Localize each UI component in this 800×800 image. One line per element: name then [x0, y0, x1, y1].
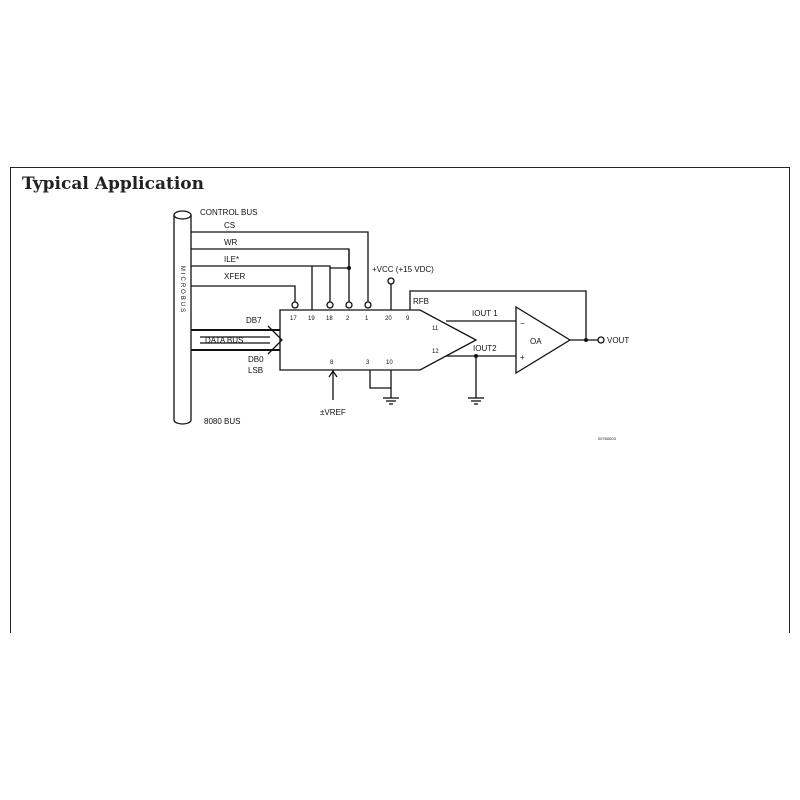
opamp-label: OA [530, 337, 542, 346]
microbus-vertical-label: MICROBUS [179, 266, 185, 314]
pin-label-8: 8 [330, 360, 334, 366]
vcc-label: +VCC (+15 VDC) [372, 265, 434, 274]
pin-label-20: 20 [385, 316, 392, 322]
pin-label-17: 17 [290, 316, 297, 322]
vout-terminal [597, 336, 605, 344]
db7-label: DB7 [246, 316, 262, 325]
rfb-label: RFB [413, 297, 429, 306]
iout1-label: IOUT 1 [472, 309, 498, 318]
opamp-plus: + [520, 353, 525, 362]
opamp-triangle [515, 305, 572, 375]
ground-symbol-dac [369, 370, 399, 405]
pin-label-9: 9 [406, 316, 410, 322]
vout-label: VOUT [607, 336, 629, 345]
frame-left-border [10, 167, 11, 633]
wr-label: WR [224, 238, 238, 247]
pin-label-18: 18 [326, 316, 333, 322]
vout-junction [584, 338, 588, 342]
pin-label-2: 2 [346, 316, 350, 322]
pin-label-1: 1 [365, 316, 369, 322]
pin-label-10: 10 [386, 360, 393, 366]
rfb-wire [409, 290, 587, 339]
control-bus-label: CONTROL BUS [200, 208, 258, 217]
data-bus-label: DATA BUS [205, 336, 243, 345]
pin-bubbles [291, 277, 395, 309]
frame-right-border [789, 167, 790, 633]
lsb-label: LSB [248, 366, 263, 375]
vref-label: ±VREF [320, 408, 346, 417]
vref-arrow [328, 369, 338, 378]
ile-label: ILE* [224, 255, 239, 264]
ground-symbol-iout2 [468, 356, 484, 405]
frame-top-border [10, 167, 790, 168]
figure-id: 00760003 [598, 436, 617, 441]
pin-label-11: 11 [432, 326, 439, 332]
pin-label-12: 12 [432, 349, 439, 355]
xfer-label: XFER [224, 272, 246, 281]
db0-label: DB0 [248, 355, 264, 364]
control-wires [191, 231, 369, 310]
section-title: Typical Application [22, 174, 205, 194]
8080-bus-label: 8080 BUS [204, 417, 240, 426]
iout2-label: IOUT2 [473, 344, 497, 353]
pin-label-19: 19 [308, 316, 315, 322]
pin-label-3: 3 [366, 360, 370, 366]
microbus-cylinder [173, 210, 192, 425]
opamp-minus: − [520, 319, 525, 328]
dac-block [279, 309, 478, 371]
cs-label: CS [224, 221, 235, 230]
data-bus-arrow [191, 325, 283, 355]
